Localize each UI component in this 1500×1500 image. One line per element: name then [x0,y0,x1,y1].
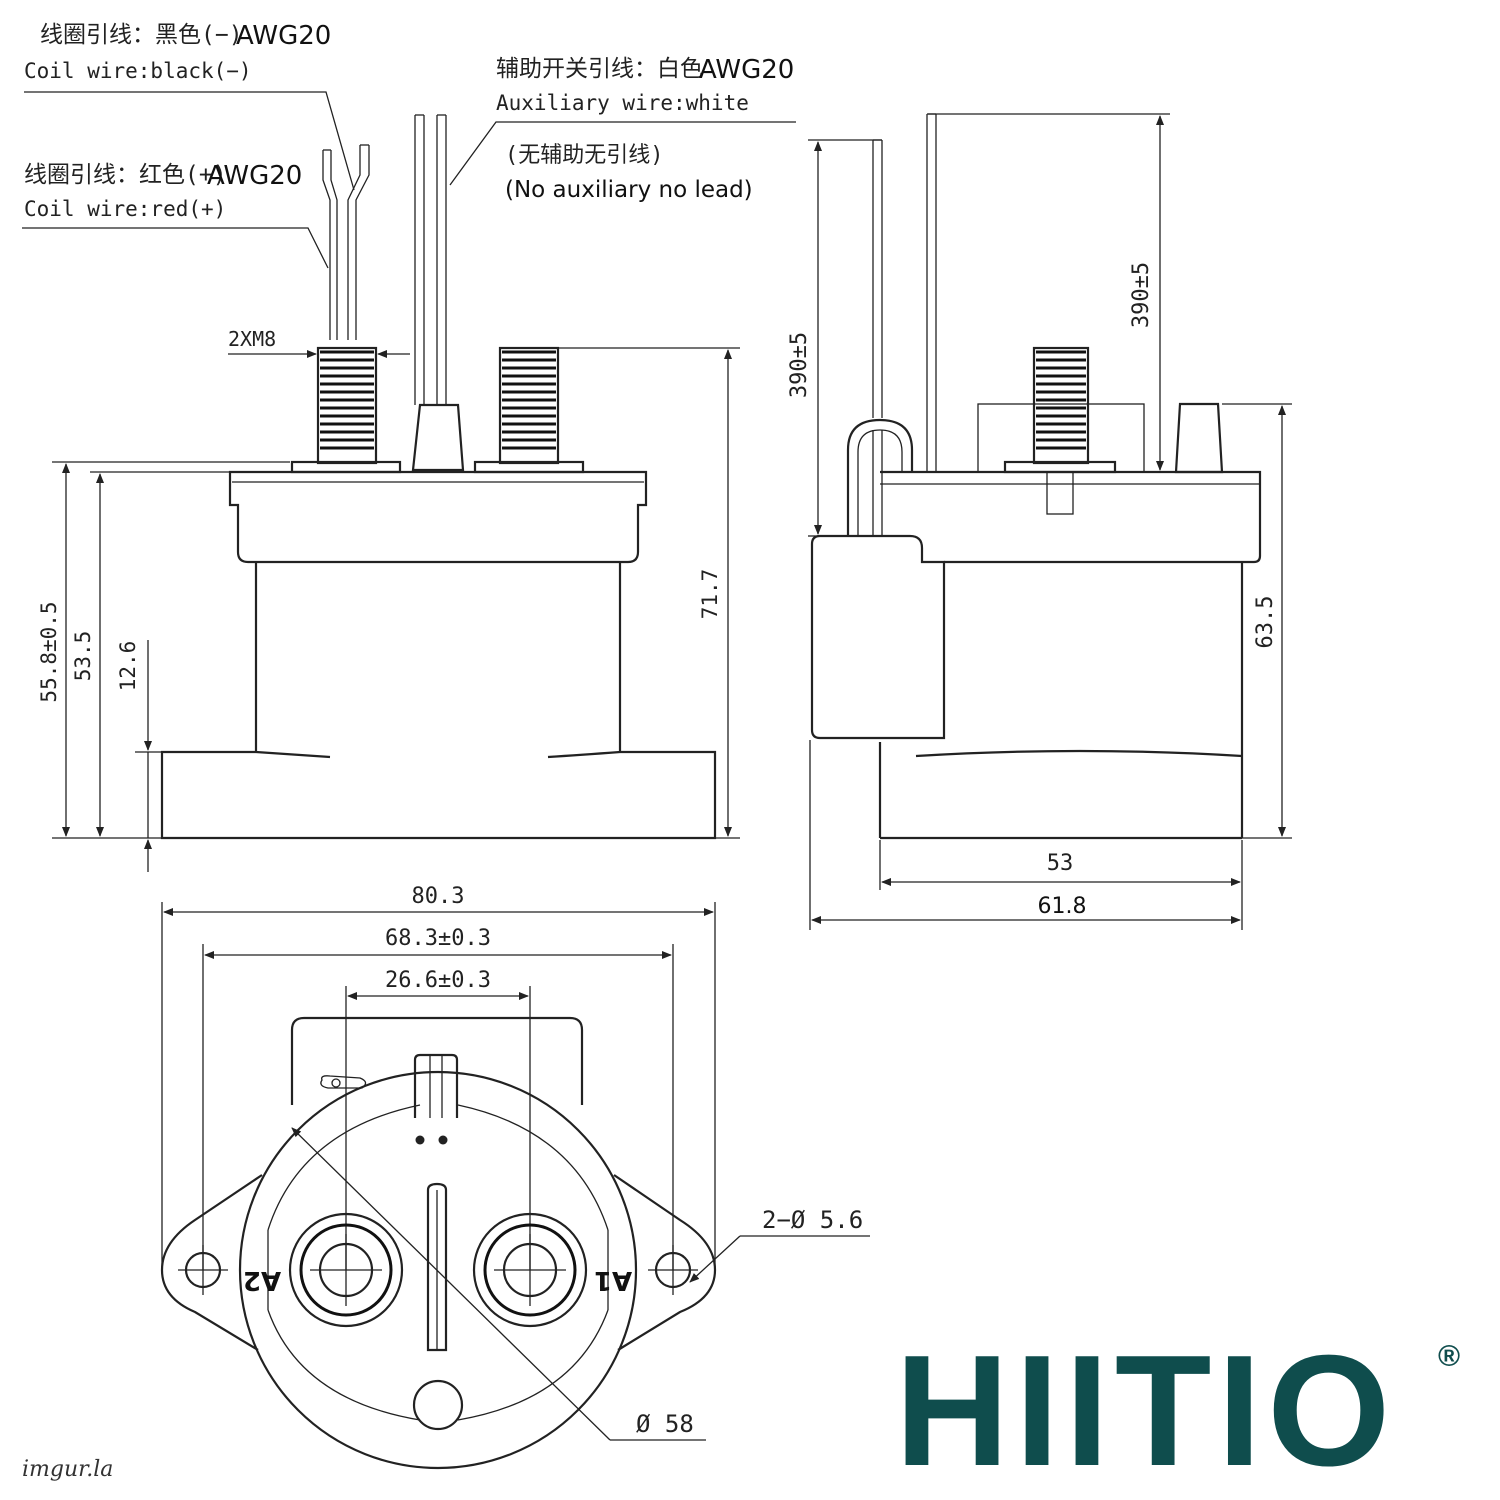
dim-635: 63.5 [1253,596,1278,649]
dim-390-right: 390±5 [1129,262,1154,328]
coil-red-cn-label: 线圈引线：红色(+) [24,162,227,188]
dim-558: 55.8±0.5 [37,601,61,702]
brand-registered: ® [1438,1340,1460,1373]
coil-black-awg-label: AWG20 [236,21,331,51]
dim-618: 61.8 [1038,894,1087,919]
front-view: 线圈引线：黑色(−) AWG20 Coil wire:black(−) 线圈引线… [22,21,796,872]
dim-266: 26.6±0.3 [385,968,491,993]
coil-red-en-label: Coil wire:red(+) [24,197,226,221]
thread-label: 2XM8 [228,327,276,351]
aux-awg-label: AWG20 [699,55,794,85]
terminal-a1-label: A1 [594,1265,632,1295]
dim-dia: Ø 58 [636,1410,694,1438]
aux-cn-label: 辅助开关引线：白色 [496,56,703,82]
terminal-a2-label: A2 [243,1265,281,1295]
bottom-view: 80.3 68.3±0.3 26.6±0.3 [160,884,870,1470]
coil-red-awg-label: AWG20 [207,161,302,191]
side-view: 390±5 390±5 63.5 53 61.8 [787,113,1292,930]
coil-black-cn-label: 线圈引线：黑色(−) [40,22,243,48]
brand-logo: HIITIO ® [895,1323,1460,1499]
no-aux-cn-label: (无辅助无引线) [505,143,664,168]
no-aux-en-label: (No auxiliary no lead) [505,177,753,203]
dim-803: 80.3 [412,884,465,909]
dim-53: 53 [1047,851,1074,876]
dim-683: 68.3±0.3 [385,926,491,951]
aux-en-label: Auxiliary wire:white [496,91,749,115]
dim-126: 12.6 [116,641,140,692]
dim-717: 71.7 [698,569,722,620]
dim-hole: 2−Ø 5.6 [762,1206,863,1234]
brand-name: HIITIO [895,1323,1396,1499]
dim-390-left: 390±5 [787,332,812,398]
dim-535: 53.5 [71,631,95,682]
watermark: imgur.la [22,1457,113,1482]
coil-black-en-label: Coil wire:black(−) [24,59,252,83]
